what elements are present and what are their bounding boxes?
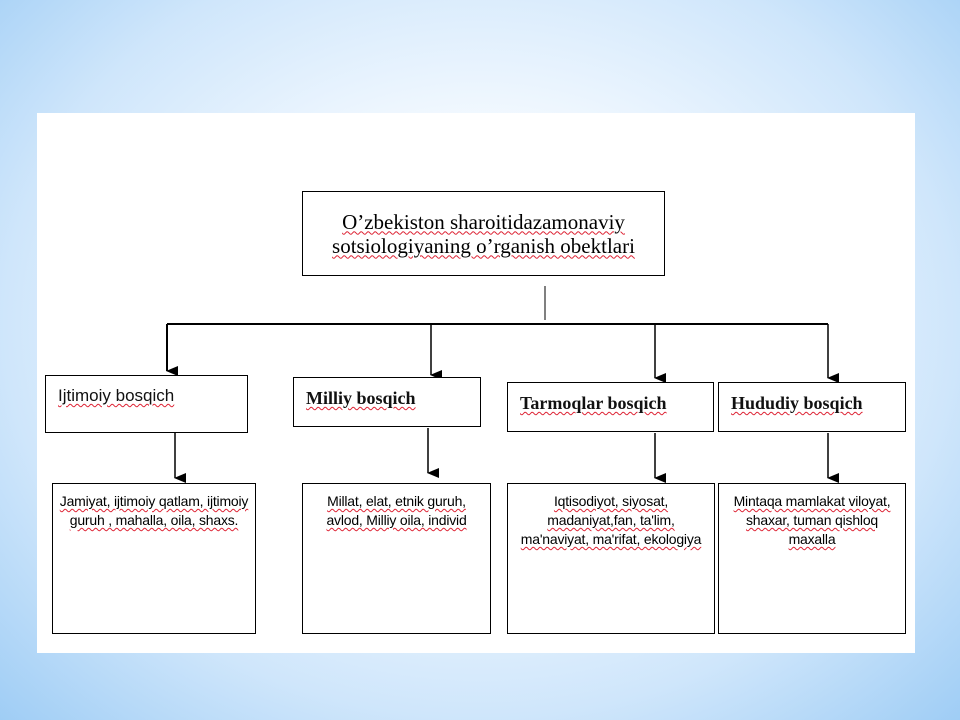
- connector-lines: [166, 286, 839, 483]
- stage-label: Hududiy bosqich: [731, 393, 863, 413]
- detail-box-tarmoqlar: Iqtisodiyot, siyosat, madaniyat,fan, ta'…: [507, 483, 715, 634]
- detail-text: Iqtisodiyot, siyosat, madaniyat,fan, ta'…: [520, 493, 702, 547]
- stage-box-ijtimoiy: Ijtimoiy bosqich: [45, 375, 248, 433]
- detail-text: Mintaqa mamlakat viloyat, shaxar, tuman …: [733, 493, 891, 547]
- stage-box-milliy: Milliy bosqich: [293, 377, 481, 427]
- detail-box-hududiy: Mintaqa mamlakat viloyat, shaxar, tuman …: [718, 483, 906, 634]
- stage-label: Milliy bosqich: [306, 388, 416, 408]
- stage-box-tarmoqlar: Tarmoqlar bosqich: [507, 382, 714, 432]
- diagram-title: O’zbekiston sharoitidazamonaviy sotsiolo…: [332, 209, 635, 258]
- detail-text: Jamiyat, ijtimoiy qatlam, ijtimoiy guruh…: [59, 493, 249, 528]
- slide-canvas: O’zbekiston sharoitidazamonaviy sotsiolo…: [37, 113, 915, 653]
- detail-box-ijtimoiy: Jamiyat, ijtimoiy qatlam, ijtimoiy guruh…: [52, 483, 256, 634]
- diagram-title-box: O’zbekiston sharoitidazamonaviy sotsiolo…: [302, 191, 665, 276]
- stage-label: Ijtimoiy bosqich: [58, 386, 175, 405]
- stage-label: Tarmoqlar bosqich: [520, 393, 667, 413]
- detail-text: Millat, elat, etnik guruh, avlod, Milliy…: [326, 493, 467, 528]
- stage-box-hududiy: Hududiy bosqich: [718, 382, 906, 432]
- detail-box-milliy: Millat, elat, etnik guruh, avlod, Milliy…: [302, 483, 491, 634]
